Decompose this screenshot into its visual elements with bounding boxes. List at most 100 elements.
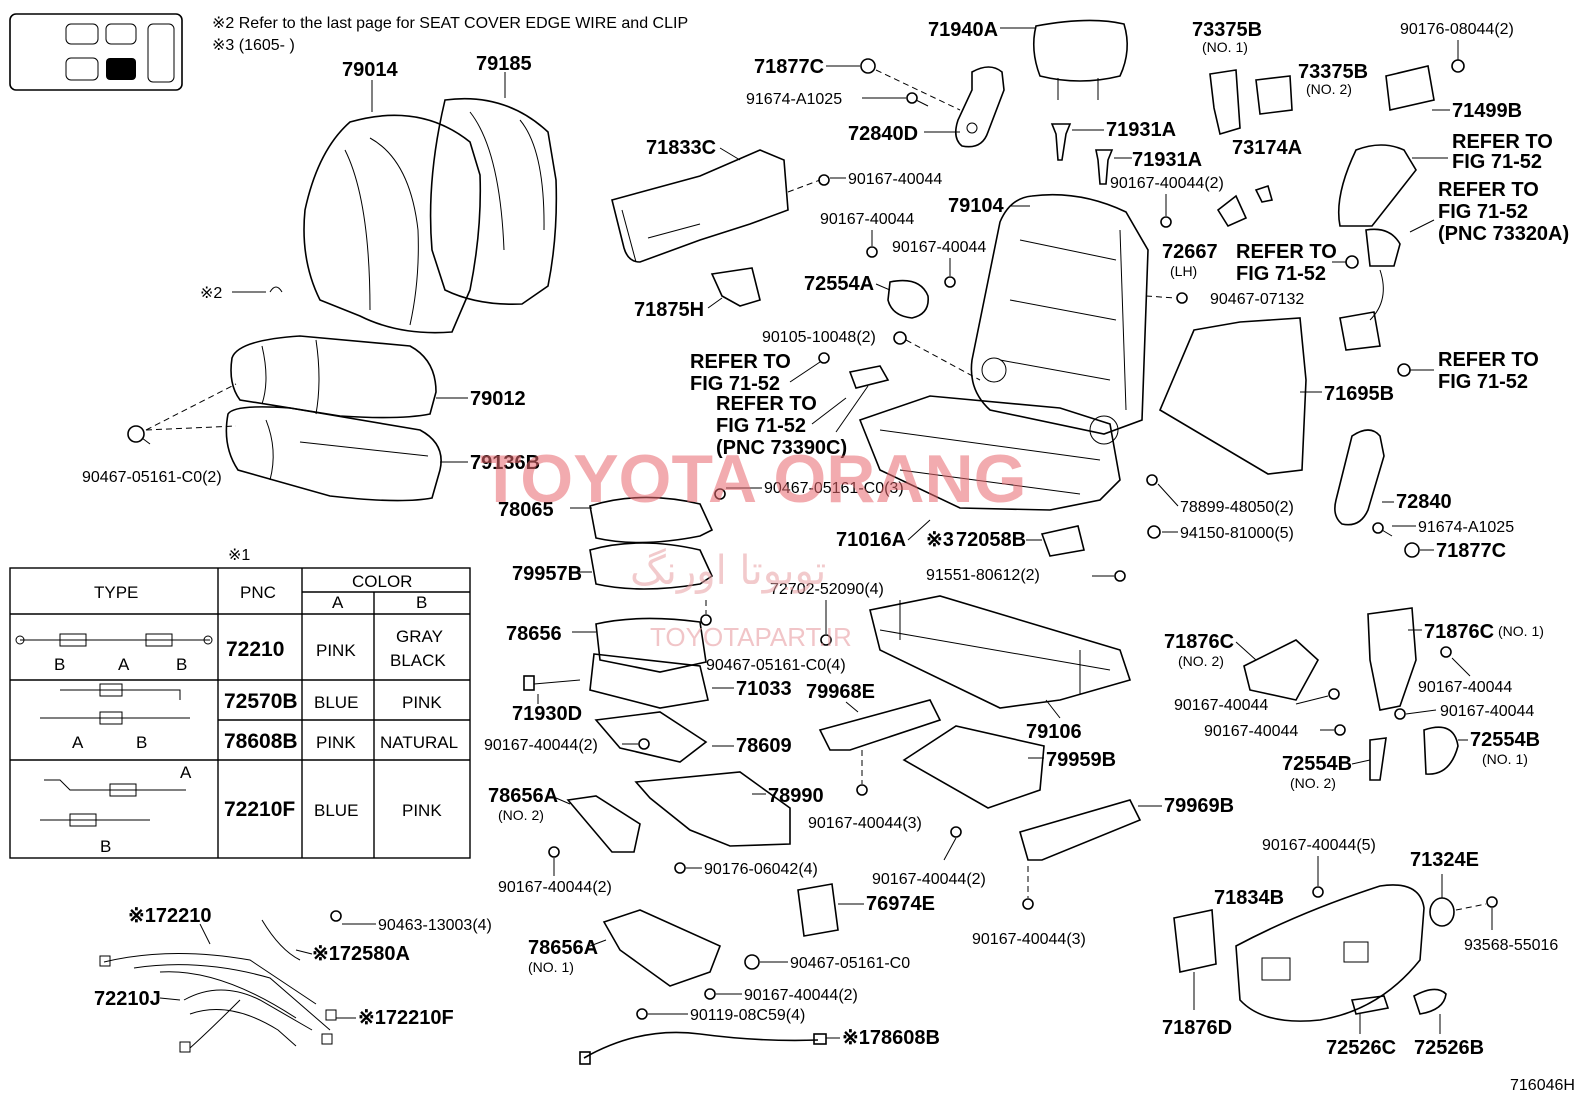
label-78609: 78609 bbox=[736, 735, 792, 757]
table-header-pnc: PNC bbox=[240, 583, 276, 602]
watermark-site: TOYOTAPART.IR bbox=[650, 622, 852, 652]
label-ref1b: FIG 71-52 bbox=[1452, 151, 1542, 173]
clip-90467-c0-3 bbox=[714, 488, 726, 500]
bracket-79969B bbox=[1019, 799, 1142, 861]
cable-78608B bbox=[579, 1031, 827, 1065]
label-90467-05161-c0-4: 90467-05161-C0(4) bbox=[706, 657, 846, 674]
table-header-type: TYPE bbox=[94, 583, 138, 602]
label-72554B-no1: 72554B bbox=[1470, 729, 1540, 751]
screw-90167-78656A bbox=[548, 846, 560, 858]
bracket-73375B-1 bbox=[1209, 69, 1241, 136]
label-71931A-b: 71931A bbox=[1132, 149, 1202, 171]
headrest-71940A bbox=[1032, 19, 1128, 100]
label-no2-d: (NO. 2) bbox=[1290, 775, 1336, 791]
label-90167-40044-e: 90167-40044 bbox=[1204, 723, 1298, 740]
label-ref2c: (PNC 73320A) bbox=[1438, 223, 1569, 245]
table-header-b: B bbox=[416, 593, 427, 612]
label-71876D: 71876D bbox=[1162, 1017, 1232, 1039]
label-71324E: 71324E bbox=[1410, 849, 1479, 871]
label-90176-08044-2: 90176-08044(2) bbox=[1400, 21, 1514, 38]
label-ref1a: REFER TO bbox=[1452, 131, 1553, 153]
label-71499B: 71499B bbox=[1452, 100, 1522, 122]
buckle-73390C bbox=[835, 365, 890, 433]
label-73375B-2: 73375B bbox=[1298, 61, 1368, 83]
label-71033: 71033 bbox=[736, 678, 792, 700]
table-row3-color-a: PINK bbox=[316, 733, 356, 752]
table-row2-color-a: BLUE bbox=[314, 693, 358, 712]
table-row4-label-b: B bbox=[100, 837, 111, 856]
label-ref2a: REFER TO bbox=[1438, 179, 1539, 201]
label-90467-07132: 90467-07132 bbox=[1210, 291, 1304, 308]
nut-90176-06042 bbox=[674, 862, 686, 874]
bracket-78990 bbox=[634, 771, 791, 847]
watermark-arabic: تويوتا اورنگ bbox=[630, 548, 826, 594]
label-no1-c: (NO. 1) bbox=[1482, 751, 1528, 767]
screw-90167-2-c bbox=[950, 826, 962, 838]
label-72526B: 72526B bbox=[1414, 1037, 1484, 1059]
label-91674-A1025-top: 91674-A1025 bbox=[746, 91, 842, 108]
bracket-71876C-no2 bbox=[1243, 639, 1320, 701]
table-row4-color-a: BLUE bbox=[314, 801, 358, 820]
label-90167-40044-b: 90167-40044 bbox=[820, 211, 914, 228]
screw-90167-top-right bbox=[1160, 216, 1172, 228]
armrest-72840D bbox=[954, 66, 1005, 148]
cover-78656A-no2 bbox=[566, 795, 641, 853]
screw-90167-mid bbox=[638, 738, 650, 750]
clip-90467-c0-4 bbox=[700, 614, 712, 626]
table-header-color: COLOR bbox=[352, 572, 412, 591]
label-78656A-no1: 78656A bbox=[528, 937, 598, 959]
screw-90167-5 bbox=[1312, 886, 1324, 898]
screw-90167-3-b bbox=[1022, 898, 1034, 910]
figure-index-icon bbox=[9, 13, 183, 91]
label-72210-bottom: ※172210 bbox=[128, 905, 212, 927]
label-93568-55016: 93568-55016 bbox=[1464, 937, 1558, 954]
pad-78065 bbox=[589, 496, 714, 544]
label-90167-40044-d: 90167-40044 bbox=[1174, 697, 1268, 714]
table-row1-pnc: 72210 bbox=[226, 638, 284, 661]
screw-90167-d bbox=[1328, 688, 1340, 700]
bolt-91551 bbox=[1114, 570, 1126, 582]
table-row3-pnc: 78608B bbox=[224, 730, 298, 753]
label-72554B-no2: 72554B bbox=[1282, 753, 1352, 775]
table-header-a: A bbox=[332, 593, 344, 612]
label-91551-80612-2: 91551-80612(2) bbox=[926, 567, 1040, 584]
side-cover-71833C bbox=[611, 149, 789, 263]
label-no2-c: (NO. 2) bbox=[1178, 653, 1224, 669]
cover-72554B-no1 bbox=[1423, 726, 1459, 775]
label-lh: (LH) bbox=[1170, 263, 1197, 279]
label-71876C-no1: 71876C bbox=[1424, 621, 1494, 643]
label-79959B: 79959B bbox=[1046, 749, 1116, 771]
bracket-71875H bbox=[710, 267, 761, 307]
table-row2-label-b: B bbox=[136, 733, 147, 752]
label-73375B-1: 73375B bbox=[1192, 19, 1262, 41]
lever-72526C bbox=[1350, 995, 1390, 1015]
side-cover-71834B bbox=[1235, 884, 1425, 1022]
seat-cushion-cover-79012 bbox=[230, 335, 437, 419]
label-78899-48050-2: 78899-48050(2) bbox=[1180, 499, 1294, 516]
label-79106: 79106 bbox=[1026, 721, 1082, 743]
label-90176-06042-4: 90176-06042(4) bbox=[704, 861, 818, 878]
table-row1-label-b2: B bbox=[176, 655, 187, 674]
label-90167-40044-2-top: 90167-40044(2) bbox=[1110, 175, 1224, 192]
screw-91674-A1025-top bbox=[906, 92, 929, 107]
label-79104: 79104 bbox=[948, 195, 1004, 217]
label-71016A: 71016A bbox=[836, 529, 906, 551]
label-ref6a: REFER TO bbox=[716, 393, 817, 415]
label-71940A: 71940A bbox=[928, 19, 998, 41]
label-71931A-a: 71931A bbox=[1106, 119, 1176, 141]
guide-71931A bbox=[1050, 123, 1114, 185]
label-79014: 79014 bbox=[342, 59, 398, 81]
clip-90463-13003 bbox=[330, 910, 342, 922]
label-78656: 78656 bbox=[506, 623, 562, 645]
label-71877C: 71877C bbox=[1436, 540, 1506, 562]
seatback-frame-79104 bbox=[970, 193, 1149, 445]
table-row1-color-a: PINK bbox=[316, 641, 356, 660]
label-no1-a: (NO. 1) bbox=[1202, 39, 1248, 55]
label-ref6c: (PNC 73390C) bbox=[716, 437, 847, 459]
label-71876C-no2: 71876C bbox=[1164, 631, 1234, 653]
cover-78656A-no1 bbox=[602, 909, 722, 987]
label-78065: 78065 bbox=[498, 499, 554, 521]
label-72840: 72840 bbox=[1396, 491, 1452, 513]
screw-90167-g bbox=[1394, 708, 1406, 720]
